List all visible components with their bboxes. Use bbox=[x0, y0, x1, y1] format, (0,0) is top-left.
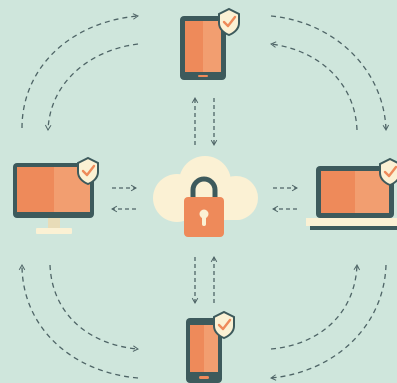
arrow-phone-to-laptop bbox=[270, 264, 361, 350]
arrow-tablet-to-desktop bbox=[44, 43, 139, 131]
shield-check-icon bbox=[212, 310, 236, 340]
tablet-icon bbox=[180, 16, 226, 80]
shield-check-icon bbox=[217, 7, 241, 37]
arrow-laptop-to-tablet bbox=[270, 41, 358, 131]
arrow-phone-to-desktop bbox=[18, 264, 139, 379]
lock-icon bbox=[184, 176, 224, 237]
phone-device bbox=[186, 310, 236, 383]
inner-arrows bbox=[111, 97, 298, 304]
outer-arrows bbox=[18, 13, 390, 381]
laptop-device bbox=[306, 157, 397, 230]
arrow-desktop-to-tablet bbox=[21, 13, 139, 129]
shield-check-icon bbox=[76, 156, 100, 186]
desktop-device bbox=[13, 156, 100, 234]
shield-check-icon bbox=[378, 157, 397, 187]
arrow-laptop-to-phone bbox=[270, 264, 387, 381]
tablet-device bbox=[180, 7, 241, 80]
arrow-desktop-to-phone bbox=[49, 264, 139, 352]
smartphone-icon bbox=[186, 318, 222, 383]
cloud-lock bbox=[153, 156, 258, 237]
arrow-tablet-to-laptop bbox=[270, 15, 390, 131]
